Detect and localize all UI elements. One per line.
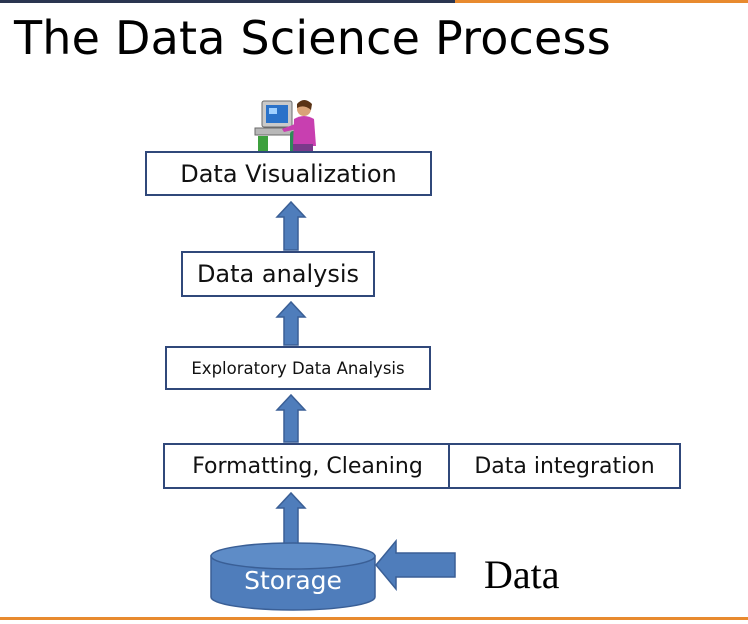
bottom-accent-bar	[0, 617, 748, 620]
step-data-integration-label: Data integration	[474, 453, 655, 479]
slide-title: The Data Science Process	[14, 11, 611, 65]
step-exploratory-data-analysis-label: Exploratory Data Analysis	[191, 358, 405, 378]
step-exploratory-data-analysis: Exploratory Data Analysis	[165, 346, 431, 390]
top-accent-bar	[0, 0, 748, 3]
step-data-visualization: Data Visualization	[145, 151, 432, 196]
arrow-up-to-analysis	[275, 300, 307, 346]
storage-cylinder-icon	[210, 542, 376, 611]
step-data-visualization-label: Data Visualization	[180, 159, 397, 188]
step-formatting-cleaning: Formatting, Cleaning	[163, 443, 452, 489]
top-accent-dark	[0, 0, 455, 3]
step-formatting-cleaning-label: Formatting, Cleaning	[192, 453, 423, 479]
storage-label: Storage	[244, 566, 342, 595]
top-accent-orange	[455, 0, 748, 3]
step-data-analysis: Data analysis	[181, 251, 375, 297]
arrow-up-to-eda	[275, 393, 307, 443]
data-input-label: Data	[484, 552, 560, 597]
arrow-up-to-formatting	[275, 491, 307, 548]
person-at-computer-icon	[254, 100, 316, 156]
step-data-analysis-label: Data analysis	[196, 260, 360, 288]
step-data-integration: Data integration	[448, 443, 681, 489]
arrow-up-to-visualization	[275, 200, 307, 251]
arrow-left-to-storage	[375, 538, 456, 592]
